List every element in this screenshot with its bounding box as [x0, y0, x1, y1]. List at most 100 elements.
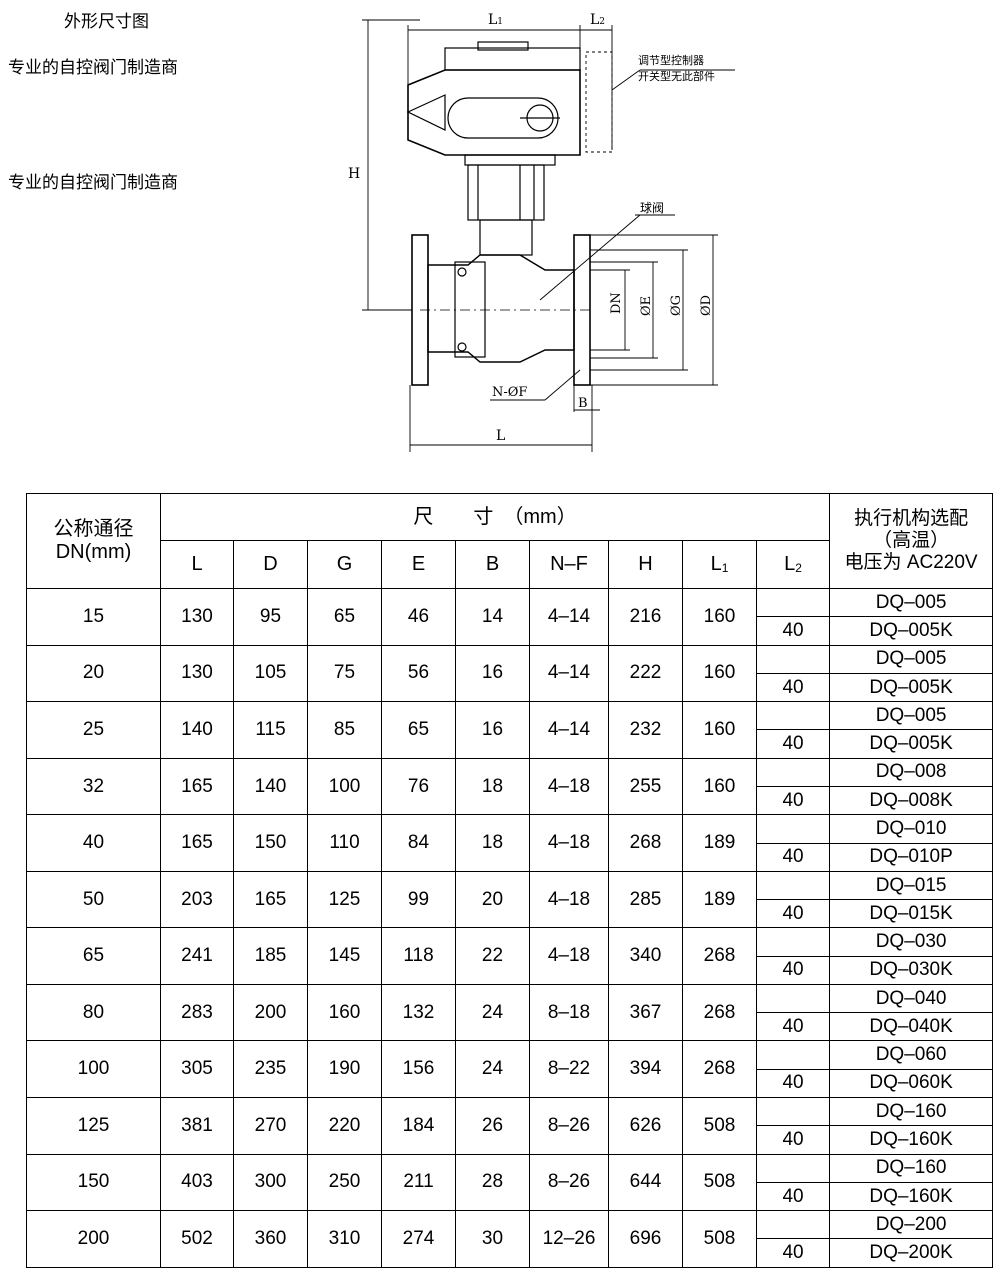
cell-l1: 189 — [682, 814, 757, 872]
dim-e-label: ØE — [639, 296, 654, 316]
cell-d: 360 — [233, 1210, 308, 1268]
note-line-2: 开关型无此部件 — [638, 69, 715, 83]
cell-dn: 150 — [26, 1153, 161, 1212]
cell-l1: 189 — [682, 870, 757, 929]
header-col-l: L — [160, 540, 234, 589]
slogan-bottom: 专业的自控阀门制造商 — [8, 173, 178, 193]
valve-body — [411, 234, 591, 386]
cell-nf: 4–18 — [529, 814, 609, 872]
cell-e: 211 — [381, 1153, 456, 1212]
dimension-lines — [362, 19, 735, 452]
cell-e: 184 — [381, 1097, 456, 1155]
cell-l: 140 — [160, 701, 234, 759]
cell-l1: 160 — [682, 644, 757, 703]
cell-e: 46 — [381, 587, 456, 646]
cell-h: 626 — [608, 1097, 683, 1155]
dim-g-label: ØG — [669, 295, 684, 316]
cell-l: 130 — [160, 587, 234, 646]
cell-b: 24 — [455, 1040, 530, 1099]
header-actuator: 执行机构选配 （高温） 电压为 AC220V — [829, 493, 994, 589]
cell-model-variant: DQ–060K — [829, 1068, 994, 1099]
cell-l2-blank — [755, 870, 831, 901]
cell-l: 203 — [160, 870, 234, 929]
cell-dn: 65 — [26, 927, 161, 985]
cell-nf: 8–26 — [529, 1153, 609, 1212]
cell-model-standard: DQ–005 — [829, 701, 994, 731]
cell-e: 118 — [381, 927, 456, 985]
cell-model-standard: DQ–060 — [829, 1040, 994, 1070]
cell-h: 367 — [608, 983, 683, 1042]
cell-e: 132 — [381, 983, 456, 1042]
cell-h: 268 — [608, 814, 683, 872]
cell-g: 310 — [307, 1210, 382, 1268]
cell-h: 232 — [608, 701, 683, 759]
cell-h: 255 — [608, 757, 683, 816]
cell-h: 340 — [608, 927, 683, 985]
cell-l: 381 — [160, 1097, 234, 1155]
cell-b: 14 — [455, 587, 530, 646]
cell-h: 285 — [608, 870, 683, 929]
cell-l1: 268 — [682, 927, 757, 985]
cell-model-variant: DQ–160K — [829, 1125, 994, 1155]
cell-g: 145 — [307, 927, 382, 985]
cell-l2: 40 — [755, 1012, 831, 1042]
dim-d-label: ØD — [699, 295, 714, 316]
cell-b: 28 — [455, 1153, 530, 1212]
cell-l2-blank — [755, 814, 831, 844]
cell-d: 200 — [233, 983, 308, 1042]
cell-model-standard: DQ–008 — [829, 757, 994, 787]
cell-dn: 50 — [26, 870, 161, 929]
header-nominal-diameter: 公称通径 DN(mm) — [26, 493, 161, 589]
cell-b: 16 — [455, 701, 530, 759]
header-col-d: D — [233, 540, 308, 589]
cell-d: 300 — [233, 1153, 308, 1212]
page-title: 外形尺寸图 — [64, 12, 149, 32]
cell-l2: 40 — [755, 1181, 831, 1212]
cell-l1: 508 — [682, 1210, 757, 1268]
bracket — [467, 164, 545, 256]
cell-model-variant: DQ–040K — [829, 1012, 994, 1042]
cell-h: 222 — [608, 644, 683, 703]
cell-model-variant: DQ–005K — [829, 729, 994, 759]
cell-model-standard: DQ–160 — [829, 1153, 994, 1183]
cell-b: 24 — [455, 983, 530, 1042]
cell-l2-blank — [755, 1097, 831, 1127]
cell-model-variant: DQ–030K — [829, 955, 994, 985]
dim-l-label: L — [496, 428, 505, 444]
cell-l2-blank — [755, 644, 831, 674]
cell-model-standard: DQ–015 — [829, 870, 994, 901]
cell-e: 65 — [381, 701, 456, 759]
dim-h-label: H — [348, 166, 360, 182]
header-col-h: H — [608, 540, 683, 589]
cell-g: 65 — [307, 587, 382, 646]
cell-d: 95 — [233, 587, 308, 646]
cell-l2: 40 — [755, 842, 831, 872]
cell-l: 165 — [160, 757, 234, 816]
cell-model-variant: DQ–005K — [829, 616, 994, 646]
cell-model-standard: DQ–030 — [829, 927, 994, 957]
cell-nf: 4–18 — [529, 757, 609, 816]
cell-g: 250 — [307, 1153, 382, 1212]
cell-model-variant: DQ–010P — [829, 842, 994, 872]
cell-dn: 32 — [26, 757, 161, 816]
cell-nf: 4–18 — [529, 870, 609, 929]
cell-l2: 40 — [755, 785, 831, 816]
cell-l: 283 — [160, 983, 234, 1042]
cell-dn: 125 — [26, 1097, 161, 1155]
cell-g: 110 — [307, 814, 382, 872]
cell-e: 156 — [381, 1040, 456, 1099]
cell-model-standard: DQ–005 — [829, 644, 994, 674]
header-col-l1: L1 — [682, 540, 757, 589]
cell-l2: 40 — [755, 616, 831, 646]
dimension-spec-table: 公称通径 DN(mm) 尺 寸 （mm） 执行机构选配 （高温） 电压为 AC2… — [26, 492, 994, 1268]
